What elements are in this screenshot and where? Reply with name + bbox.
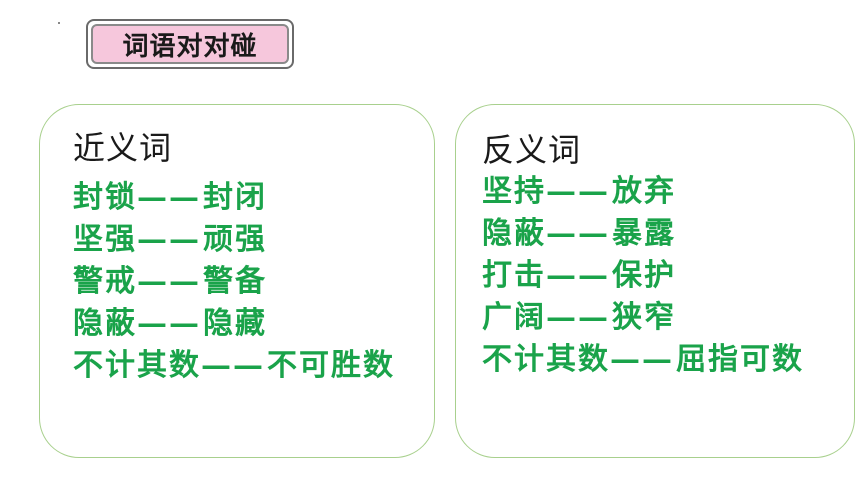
word-b: 警备 bbox=[203, 264, 267, 299]
dash: —— bbox=[546, 216, 610, 251]
word-a: 不计其数 bbox=[482, 342, 610, 377]
word-a: 坚强 bbox=[73, 222, 137, 257]
synonyms-panel: 近义词 封锁——封闭 坚强——顽强 警戒——警备 隐蔽——隐藏 不计其数——不可… bbox=[39, 104, 435, 458]
synonym-pair: 坚强——顽强 bbox=[73, 219, 395, 261]
antonym-list: 坚持——放弃 隐蔽——暴露 打击——保护 广阔——狭窄 不计其数——屈指可数 bbox=[482, 171, 804, 381]
dash: —— bbox=[546, 258, 610, 293]
word-a: 不计其数 bbox=[73, 348, 201, 383]
word-b: 暴露 bbox=[612, 216, 676, 251]
dash: —— bbox=[137, 222, 201, 257]
antonyms-heading: 反义词 bbox=[482, 131, 582, 169]
word-b: 狭窄 bbox=[612, 300, 676, 335]
word-b: 屈指可数 bbox=[676, 342, 804, 377]
word-a: 隐蔽 bbox=[482, 216, 546, 251]
dash: —— bbox=[546, 300, 610, 335]
word-a: 封锁 bbox=[73, 180, 137, 215]
antonym-pair: 打击——保护 bbox=[482, 255, 804, 297]
word-a: 警戒 bbox=[73, 264, 137, 299]
synonyms-heading: 近义词 bbox=[73, 129, 173, 167]
synonym-list: 封锁——封闭 坚强——顽强 警戒——警备 隐蔽——隐藏 不计其数——不可胜数 bbox=[73, 177, 395, 387]
word-a: 广阔 bbox=[482, 300, 546, 335]
word-b: 保护 bbox=[612, 258, 676, 293]
antonym-pair: 广阔——狭窄 bbox=[482, 297, 804, 339]
antonyms-panel: 反义词 坚持——放弃 隐蔽——暴露 打击——保护 广阔——狭窄 不计其数——屈指… bbox=[455, 104, 855, 458]
synonym-pair: 不计其数——不可胜数 bbox=[73, 345, 395, 387]
dash: —— bbox=[546, 174, 610, 209]
synonym-pair: 隐蔽——隐藏 bbox=[73, 303, 395, 345]
dash: —— bbox=[137, 306, 201, 341]
dash: —— bbox=[137, 264, 201, 299]
dash: —— bbox=[201, 348, 265, 383]
word-b: 放弃 bbox=[612, 174, 676, 209]
word-a: 隐蔽 bbox=[73, 306, 137, 341]
page-title: 词语对对碰 bbox=[91, 24, 289, 64]
antonym-pair: 不计其数——屈指可数 bbox=[482, 339, 804, 381]
word-a: 坚持 bbox=[482, 174, 546, 209]
word-a: 打击 bbox=[482, 258, 546, 293]
word-b: 封闭 bbox=[203, 180, 267, 215]
antonym-pair: 隐蔽——暴露 bbox=[482, 213, 804, 255]
decorative-dot bbox=[58, 22, 60, 24]
dash: —— bbox=[137, 180, 201, 215]
word-b: 隐藏 bbox=[203, 306, 267, 341]
antonym-pair: 坚持——放弃 bbox=[482, 171, 804, 213]
word-b: 顽强 bbox=[203, 222, 267, 257]
word-b: 不可胜数 bbox=[267, 348, 395, 383]
dash: —— bbox=[610, 342, 674, 377]
synonym-pair: 封锁——封闭 bbox=[73, 177, 395, 219]
synonym-pair: 警戒——警备 bbox=[73, 261, 395, 303]
title-badge: 词语对对碰 bbox=[86, 19, 294, 69]
